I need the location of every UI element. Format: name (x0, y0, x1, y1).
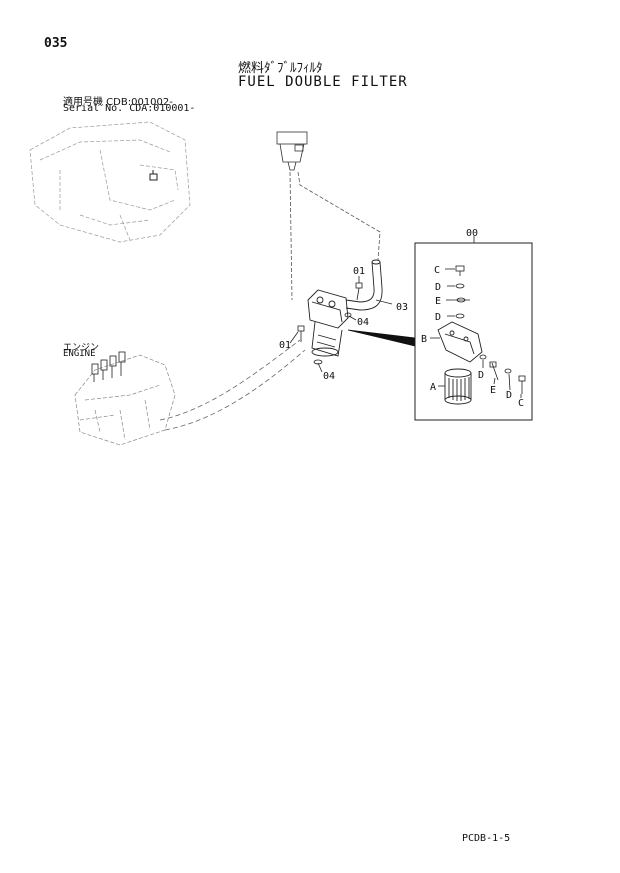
detail-label-c2: C (518, 398, 524, 409)
detail-label-a: A (430, 382, 436, 393)
engine-outline (74, 354, 176, 446)
filter-cartridge (311, 321, 343, 357)
screw-01-lower (297, 325, 305, 342)
washer-04-upper (344, 312, 352, 318)
screw-01-upper (355, 282, 363, 301)
washer-04-lower (313, 359, 323, 365)
detail-label-e2: E (490, 385, 496, 396)
title-japanese: 燃料ﾀﾞﾌﾞﾙﾌｨﾙﾀ (238, 61, 323, 76)
detail-label-d1: D (435, 282, 441, 293)
detail-valve-e2 (489, 361, 499, 381)
detail-oring-d1 (455, 283, 465, 289)
hose-03 (345, 259, 383, 311)
model-applicability-serial: Serial No. CDA:010001- (63, 103, 196, 114)
model-applicability-japanese: 適用号機 CDB:001002- (63, 97, 173, 108)
detail-label-d4: D (506, 390, 512, 401)
detail-oring-d4 (504, 368, 512, 374)
detail-label-c1: C (434, 265, 440, 276)
title-english: FUEL DOUBLE FILTER (238, 74, 408, 90)
callout-01-lower: 01 (279, 340, 291, 351)
detail-label-e1: E (435, 296, 441, 307)
detail-valve-e1 (452, 297, 470, 303)
detail-label-b: B (421, 334, 427, 345)
detail-label-d2: D (435, 312, 441, 323)
footer-code: PCDB-1-5 (462, 833, 511, 844)
filter-head (307, 289, 349, 329)
fuel-line-engine-a (159, 339, 301, 421)
upper-filter-housing (276, 131, 308, 171)
machine-outline (29, 121, 191, 243)
fuel-line-engine-b (164, 349, 306, 431)
detail-oring-d3 (479, 354, 487, 360)
page-number: 035 (44, 36, 68, 51)
detail-pointer (347, 329, 416, 347)
leader-04-lower (317, 362, 323, 373)
detail-plug-c2 (518, 375, 526, 394)
engine-label-japanese: エンジン (63, 343, 100, 353)
engine-injectors (91, 351, 126, 382)
engine-label-english: ENGINE (63, 349, 96, 359)
detail-filter-head-b (437, 321, 483, 363)
callout-03: 03 (396, 302, 408, 313)
filter-location-marker (149, 170, 158, 181)
callout-04-upper: 04 (357, 317, 369, 328)
callout-04-lower: 04 (323, 371, 335, 382)
detail-cartridge-a (444, 368, 472, 405)
fuel-line-tank-b (297, 171, 381, 261)
detail-oring-d2 (455, 313, 465, 319)
detail-screw-c1 (455, 265, 465, 276)
leader-01-lower (289, 331, 299, 344)
detail-label-d3: D (478, 370, 484, 381)
callout-00: 00 (466, 228, 478, 239)
detail-box (414, 242, 533, 421)
callout-01-upper: 01 (353, 266, 365, 277)
leader-e2 (493, 377, 496, 385)
fuel-line-tank-a (289, 171, 293, 301)
leader-04-upper (348, 315, 357, 321)
leader-03 (375, 299, 393, 305)
leader-d4 (508, 373, 511, 391)
